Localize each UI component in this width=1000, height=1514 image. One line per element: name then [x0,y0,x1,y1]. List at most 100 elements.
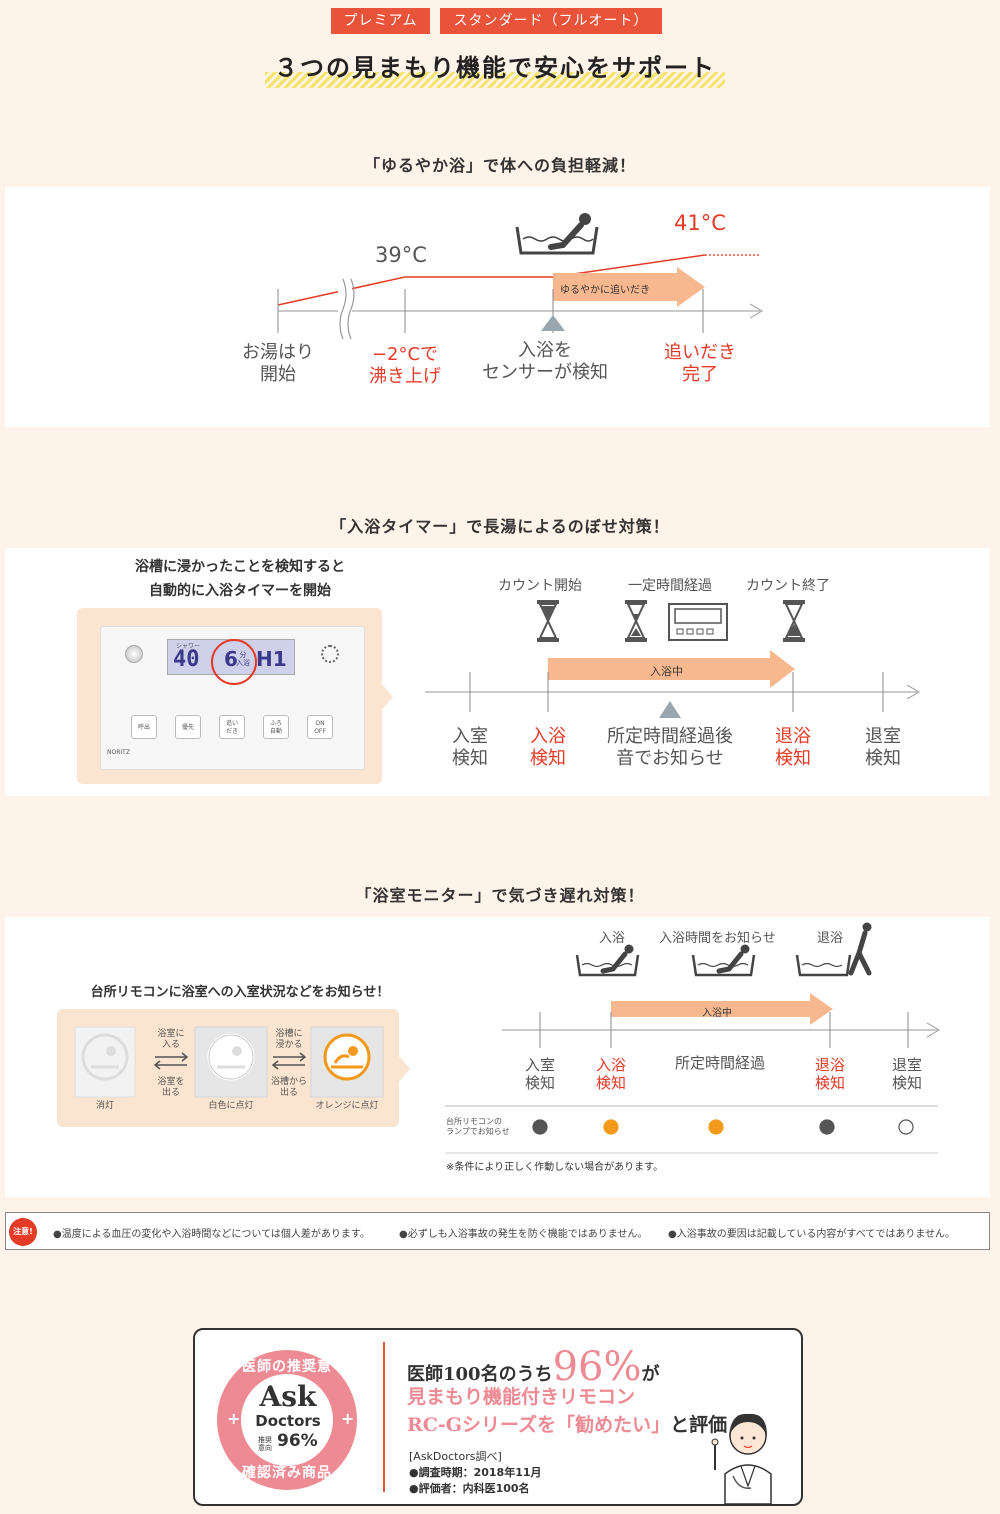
lamp-dot-elapsed [708,1119,724,1135]
seal-pct: 96% [277,1431,318,1451]
lamp-off-icon [81,1033,129,1081]
remote-button-reheat[interactable]: 追い だき [219,715,245,739]
lamp-dot-exit-bath [819,1119,835,1135]
speech-pointer [381,683,393,711]
remote-shower-label: シャワー [176,643,201,650]
label-enter-room: 入室 検知 [452,726,488,769]
lamp-row-label: 台所リモコンの ランプでお知らせ [446,1117,510,1136]
caution-item-2: ●必ずしも入浴事故の発生を防ぐ機能ではありません。 [399,1229,648,1240]
remote-brand: NORITZ [107,749,130,756]
ask-doctors-seal: + + [217,1350,357,1490]
ask-line2: 見まもり機能付きリモコン [407,1386,636,1408]
ask-line1: 医師100名のうち96%が [407,1344,659,1390]
remote-power-icon [125,645,143,663]
count-end-label: カウント終了 [746,578,830,594]
standard-tag: スタンダード（フルオート） [440,8,662,34]
temp-41-label: 41°C [674,211,726,235]
kitchen-remote-icon [668,603,728,641]
timer-highlight-circle [211,639,257,685]
section2-caption: 浴槽に浸かったことを検知すると 自動的に入浴タイマーを開始 [135,559,345,599]
section2-title: 「入浴タイマー」で長湯によるのぼせ対策！ [330,517,670,536]
bath-person-icon [515,213,599,255]
page-headline: ３つの見まもり機能で安心をサポート [265,48,725,88]
transition-arrows-1 [153,1052,189,1070]
label-detect: 入浴を センサーが検知 [482,340,608,383]
bath-remote: シャワー 40 6 分 入浴 H1 NORITZ 呼出 優先 追い だき ふろ … [100,626,365,770]
hourglass-empty-icon [783,600,805,642]
svg-text:+: + [227,1409,240,1428]
temp-39-label: 39°C [375,243,427,267]
state-off-label: 消灯 [95,1101,114,1111]
remote-level: H1 [256,647,287,671]
seal-bottom-text: 確認済み商品 [242,1465,332,1481]
ask-line3: RC-Gシリーズを「勧めたい」と評価 [407,1410,727,1437]
ask-doctors-box: + + 医師の推奨意向 確認済み商品 Ask Doctors 推奨 意向 96%… [193,1328,803,1506]
caution-bar: 注意! ●温度による血圧の変化や入浴時間などについては個人差があります。 ●必ず… [5,1212,990,1250]
section1-diagram [277,213,764,340]
svg-text:+: + [341,1409,354,1428]
ask-source: [AskDoctors調べ] [409,1450,502,1463]
bath-person-icon-2 [575,944,640,977]
section3-panel: 台所リモコンに浴室への入室状況などをお知らせ！ 消灯 白色に点灯 オレンジに点灯… [5,917,990,1197]
remote-button-priority[interactable]: 優先 [175,715,201,739]
seal-small: 推奨 意向 [258,1436,272,1452]
elapsed-marker [659,701,681,718]
transition-enter-room: 浴室に 入る [157,1029,185,1050]
ask-line1-b: が [641,1364,660,1385]
reheat-arrow [553,267,705,307]
seal-ask: Ask [259,1380,317,1413]
ask-divider [383,1342,385,1492]
section3-title: 「浴室モニター」で気づき遅れ対策！ [355,886,645,905]
lamp-dot-exit-room [898,1119,914,1135]
ask-line1-a: 医師100名のうち [407,1364,553,1385]
premium-tag: プレミアム [331,8,430,34]
caution-item-1: ●温度による血圧の変化や入浴時間などについては個人差があります。 [53,1229,370,1240]
section1-panel: 39°C 41°C ゆるやかに追いだき お湯はり 開始 −2°Cで 沸き上げ 入… [5,187,990,427]
transition-enter-bath: 浴槽に 浸かる [275,1029,303,1050]
transition-exit-bath: 浴槽から 出る [270,1077,307,1098]
detect-marker [541,315,565,331]
s3-label-exit-bath: 退浴 検知 [814,1056,845,1092]
bathing-arrow-label: 入浴中 [650,665,683,678]
s3-label-enter-room: 入室 検知 [524,1056,555,1092]
state-white-label: 白色に点灯 [208,1101,254,1111]
label-reheat-complete: 追いだき 完了 [664,342,736,385]
remote-temp: 40 [173,647,200,672]
caution-badge: 注意! [9,1218,37,1246]
count-start-label: カウント開始 [498,578,582,594]
bath-notify-icon [691,944,756,977]
s3-label-exit-room: 退室 検知 [891,1056,922,1092]
seal-top-text: 医師の推奨意向 [242,1359,332,1395]
s3-label-elapsed: 所定時間経過 [674,1054,765,1072]
ask-line1-pct: 96% [552,1344,642,1390]
remote-dial-icon [321,645,339,663]
reheat-arrow-label: ゆるやかに追いだき [560,285,650,296]
label-enter-bath: 入浴 検知 [530,726,566,769]
remote-button-auto[interactable]: ふろ 自動 [263,715,289,739]
elapsed-label: 一定時間経過 [628,578,712,594]
ask-line3-a: RC-Gシリーズを [407,1414,557,1436]
hourglass-full-icon [537,600,559,642]
ask-period: ●調査時期：2018年11月 [409,1466,542,1479]
icon-label-exit: 退浴 [817,931,844,946]
caution-item-3: ●入浴事故の要因は記載している内容がすべてではありません。 [668,1229,956,1240]
transition-exit-room: 浴室を 出る [157,1077,185,1098]
lamp-states-diagram [74,1026,384,1098]
label-boil: −2°Cで 沸き上げ [369,344,441,387]
remote-button-call[interactable]: 呼出 [131,715,157,739]
ask-line3-c: と評価 [670,1414,728,1436]
label-notify: 所定時間経過後 音でお知らせ [607,726,733,769]
lamp-dot-enter-room [532,1119,548,1135]
section1-title: 「ゆるやか浴」で体への負担軽減！ [363,156,636,175]
seal-doctors: Doctors [255,1412,321,1430]
hourglass-half-icon [625,600,647,642]
remote-button-onoff[interactable]: ON OFF [307,715,333,739]
lamp-orange-icon [323,1033,371,1081]
doctor-illustration [711,1413,772,1504]
lamp-white-icon [207,1033,255,1081]
section3-caption: 台所リモコンに浴室への入室状況などをお知らせ！ [90,985,390,1000]
state-orange-label: オレンジに点灯 [315,1101,379,1111]
ask-raters: ●評価者：内科医100名 [409,1482,530,1495]
condition-note: ※条件により正しく作動しない場合があります。 [446,1162,664,1173]
label-exit-room: 退室 検知 [865,726,901,769]
